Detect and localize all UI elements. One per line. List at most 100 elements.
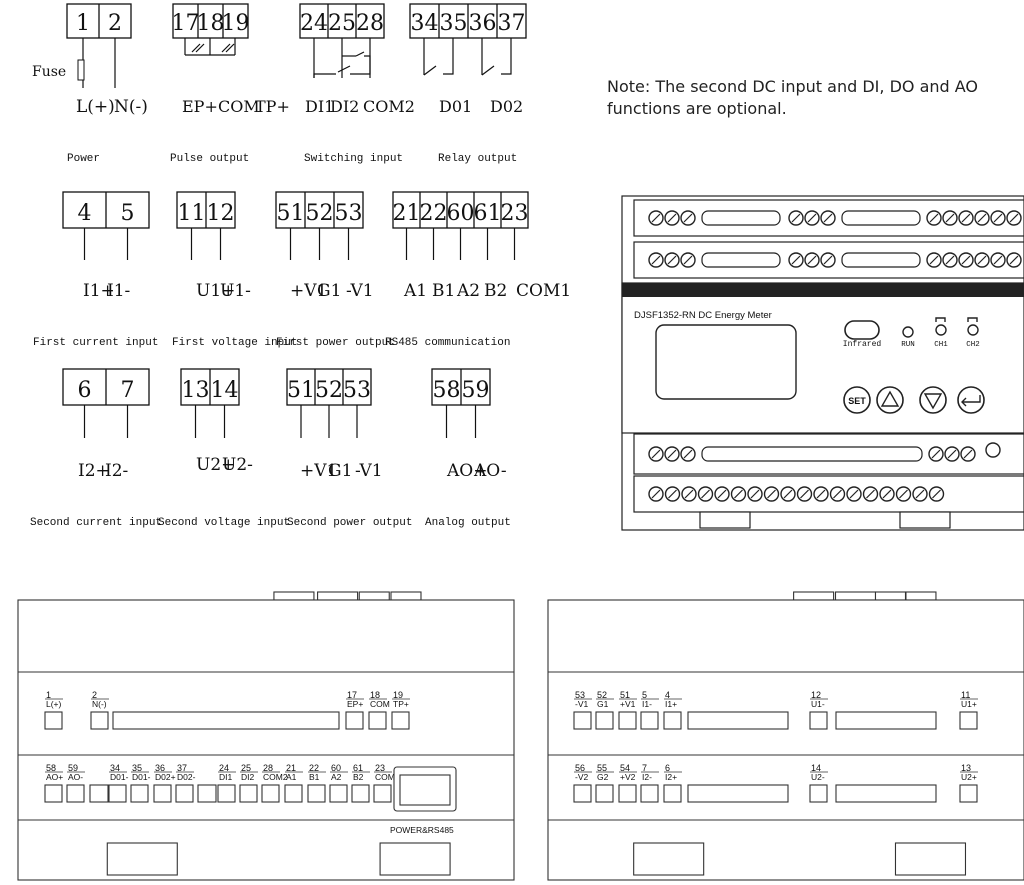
terminal-number: 12 bbox=[207, 201, 235, 226]
din-clip bbox=[106, 842, 178, 876]
housing bbox=[547, 599, 1024, 881]
screw-slot bbox=[651, 449, 661, 459]
terminal-label: +V1 bbox=[290, 281, 327, 301]
terminal-screw-slot bbox=[329, 784, 348, 803]
block-caption: First current input bbox=[33, 337, 158, 349]
terminal-number: 11 bbox=[178, 201, 206, 226]
terminal-label: +V1 bbox=[620, 699, 636, 709]
led-label: CH2 bbox=[966, 341, 980, 349]
screw-slot bbox=[977, 255, 987, 265]
meter-bottom-left-view: 1L(+)2N(-)17EP+18COM19TP+58AO+59AO-34D01… bbox=[17, 591, 515, 881]
screw-slot bbox=[800, 489, 809, 499]
screw-slot bbox=[1009, 213, 1019, 223]
screw-slot bbox=[734, 489, 743, 499]
din-clip bbox=[633, 842, 705, 876]
terminal-number: 12 bbox=[811, 690, 821, 700]
screw-slot bbox=[833, 489, 842, 499]
terminal-number: 19 bbox=[393, 690, 403, 700]
terminal-number: 36 bbox=[155, 763, 165, 773]
screw-slot bbox=[667, 213, 677, 223]
terminal-number: 6 bbox=[78, 378, 92, 403]
terminal-screw-slot bbox=[44, 784, 63, 803]
top-tab bbox=[273, 591, 315, 601]
meter-bottom-right-view: 53-V152G151+V15I1-4I1+12U1-11U1+56-V255G… bbox=[547, 591, 1024, 881]
screw-slot bbox=[993, 213, 1003, 223]
terminal-number: 24 bbox=[219, 763, 229, 773]
terminal-number: 6 bbox=[665, 763, 670, 773]
screw-slot bbox=[961, 255, 971, 265]
terminal-label: U2+ bbox=[196, 455, 235, 475]
terminal-label: DI2 bbox=[241, 772, 255, 782]
terminal-label: B1 bbox=[432, 281, 455, 301]
terminal-label: D01- bbox=[132, 772, 151, 782]
terminal-label: +V1 bbox=[300, 461, 337, 481]
block-caption: Second power output bbox=[287, 517, 412, 529]
screw-slot bbox=[668, 489, 677, 499]
screw-slot bbox=[932, 489, 941, 499]
wire bbox=[443, 38, 454, 75]
terminal-label: U1- bbox=[811, 699, 825, 709]
terminal-label: EP+ bbox=[347, 699, 363, 709]
terminal-number: 58 bbox=[433, 378, 461, 403]
terminal-number: 17 bbox=[172, 11, 200, 36]
infrared-label: Infrared bbox=[843, 340, 882, 349]
terminal-number: 56 bbox=[575, 763, 585, 773]
enter-icon bbox=[962, 395, 981, 403]
terminal-label: D01 bbox=[439, 97, 472, 116]
terminal-number: 24 bbox=[300, 11, 328, 36]
terminal-label: A1 bbox=[403, 281, 427, 301]
transistor-arrow bbox=[195, 43, 205, 53]
terminal-label: COM bbox=[370, 699, 390, 709]
terminal-number: 7 bbox=[121, 378, 135, 403]
terminal-label: N(-) bbox=[92, 699, 107, 709]
terminal-number: 4 bbox=[78, 201, 92, 226]
screw-slot bbox=[823, 213, 833, 223]
screw-slot bbox=[684, 489, 694, 499]
terminal-label: G2 bbox=[597, 772, 609, 782]
terminal-label: COM1 bbox=[375, 772, 400, 782]
terminal-number: 61 bbox=[353, 763, 363, 773]
screw-slot bbox=[947, 449, 957, 459]
terminal-number: 52 bbox=[315, 378, 343, 403]
terminal-number: 28 bbox=[263, 763, 273, 773]
blank-section bbox=[835, 711, 937, 730]
screw-slot bbox=[993, 255, 1003, 265]
blank-section bbox=[687, 711, 789, 730]
terminal-label: D02- bbox=[177, 772, 196, 782]
terminal-number: 54 bbox=[620, 763, 630, 773]
terminal-label: AO- bbox=[473, 461, 507, 481]
screw-slot bbox=[683, 255, 693, 265]
terminal-box bbox=[299, 3, 385, 39]
screw-slot bbox=[931, 449, 941, 459]
label-slot bbox=[701, 210, 781, 226]
terminal-number: 53 bbox=[343, 378, 371, 403]
terminal-label: D02+ bbox=[155, 772, 176, 782]
terminal-screw-slot bbox=[351, 784, 370, 803]
terminal-label: I2- bbox=[642, 772, 652, 782]
terminal-number: 51 bbox=[620, 690, 630, 700]
relay-contact bbox=[481, 65, 495, 76]
terminal-number: 21 bbox=[286, 763, 296, 773]
terminal-label: AO- bbox=[68, 772, 83, 782]
terminal-label: L(+) bbox=[46, 699, 62, 709]
infrared-port bbox=[844, 320, 880, 340]
terminal-box bbox=[392, 191, 529, 229]
terminal-label: AO+ bbox=[446, 461, 487, 481]
wire bbox=[350, 55, 371, 75]
pulse-optocoupler bbox=[184, 38, 236, 56]
top-tab bbox=[834, 591, 877, 601]
screw-slot bbox=[651, 489, 661, 499]
terminal-label: B2 bbox=[353, 772, 364, 782]
screw-slot bbox=[945, 213, 955, 223]
terminal-number: 52 bbox=[306, 201, 334, 226]
terminal-label: -V1 bbox=[575, 699, 589, 709]
terminal-number: 34 bbox=[110, 763, 120, 773]
terminal-number: 60 bbox=[447, 201, 475, 226]
